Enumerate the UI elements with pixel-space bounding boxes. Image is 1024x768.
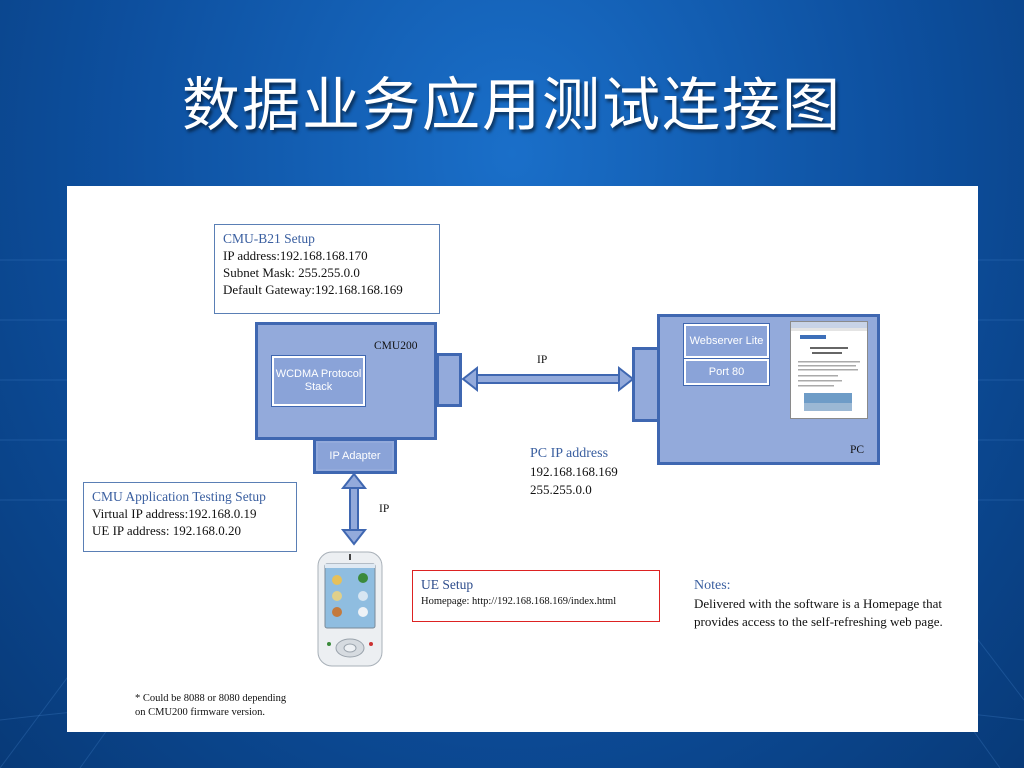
pc-mask-value: 255.255.0.0 bbox=[530, 482, 592, 497]
pc-ip-heading: PC IP address bbox=[530, 446, 609, 461]
cmu-ip-address: IP address:192.168.168.170 bbox=[223, 248, 368, 263]
pc-ip-info: PC IP address 192.168.168.169 255.255.0.… bbox=[530, 445, 618, 499]
pc-ip-value: 192.168.168.169 bbox=[530, 464, 618, 479]
ip-adapter-label: IP Adapter bbox=[318, 443, 392, 469]
webpage-thumbnail bbox=[790, 321, 868, 419]
webserver-lite: Webserver Lite bbox=[683, 323, 770, 359]
wcdma-protocol-stack: WCDMA Protocol Stack bbox=[271, 355, 366, 407]
virtual-ip-address: Virtual IP address:192.168.0.19 bbox=[92, 506, 257, 521]
notes: Notes: Delivered with the software is a … bbox=[694, 577, 943, 631]
ue-homepage: Homepage: http://192.168.168.169/index.h… bbox=[421, 596, 617, 607]
slide-title: 数据业务应用测试连接图 bbox=[181, 71, 842, 139]
ue-setup-heading: UE Setup bbox=[421, 577, 474, 592]
ip-link-vertical bbox=[340, 472, 368, 546]
cmu-default-gateway: Default Gateway:192.168.168.169 bbox=[223, 282, 403, 297]
ip-link-horizontal bbox=[461, 365, 635, 393]
notes-heading: Notes: bbox=[694, 578, 731, 593]
cmu200-label: CMU200 bbox=[374, 340, 418, 352]
ip-adapter-block: IP Adapter bbox=[313, 438, 397, 474]
ip-link-label: IP bbox=[537, 354, 548, 366]
footnote: * Could be 8088 or 8080 depending on CMU… bbox=[135, 692, 286, 720]
footnote-line-1: * Could be 8088 or 8080 depending bbox=[135, 693, 287, 704]
notes-line-1: Delivered with the software is a Homepag… bbox=[694, 596, 942, 611]
ue-setup-box: UE Setup Homepage: http://192.168.168.16… bbox=[412, 570, 660, 622]
app-setup-box: CMU Application Testing Setup Virtual IP… bbox=[83, 482, 297, 552]
port-80: Port 80 bbox=[683, 358, 770, 386]
cmu-setup-heading: CMU-B21 Setup bbox=[223, 231, 315, 246]
app-setup-heading: CMU Application Testing Setup bbox=[92, 489, 266, 504]
diagram-panel: CMU-B21 Setup IP address:192.168.168.170… bbox=[67, 186, 978, 732]
cmu-setup-box: CMU-B21 Setup IP address:192.168.168.170… bbox=[214, 224, 440, 314]
notes-line-2: provides access to the self-refreshing w… bbox=[694, 614, 943, 629]
cmu200-block: CMU200 WCDMA Protocol Stack bbox=[255, 322, 437, 440]
pc-block: Webserver Lite Port 80 PC bbox=[657, 314, 880, 465]
cmu-port-block bbox=[436, 353, 462, 407]
ue-ip-address: UE IP address: 192.168.0.20 bbox=[92, 523, 242, 538]
footnote-line-2: on CMU200 firmware version. bbox=[135, 707, 266, 718]
ip-link-vertical-label: IP bbox=[379, 503, 390, 515]
cmu-subnet-mask: Subnet Mask: 255.255.0.0 bbox=[223, 265, 360, 280]
mobile-phone-icon bbox=[317, 551, 383, 667]
pc-label: PC bbox=[850, 444, 865, 456]
